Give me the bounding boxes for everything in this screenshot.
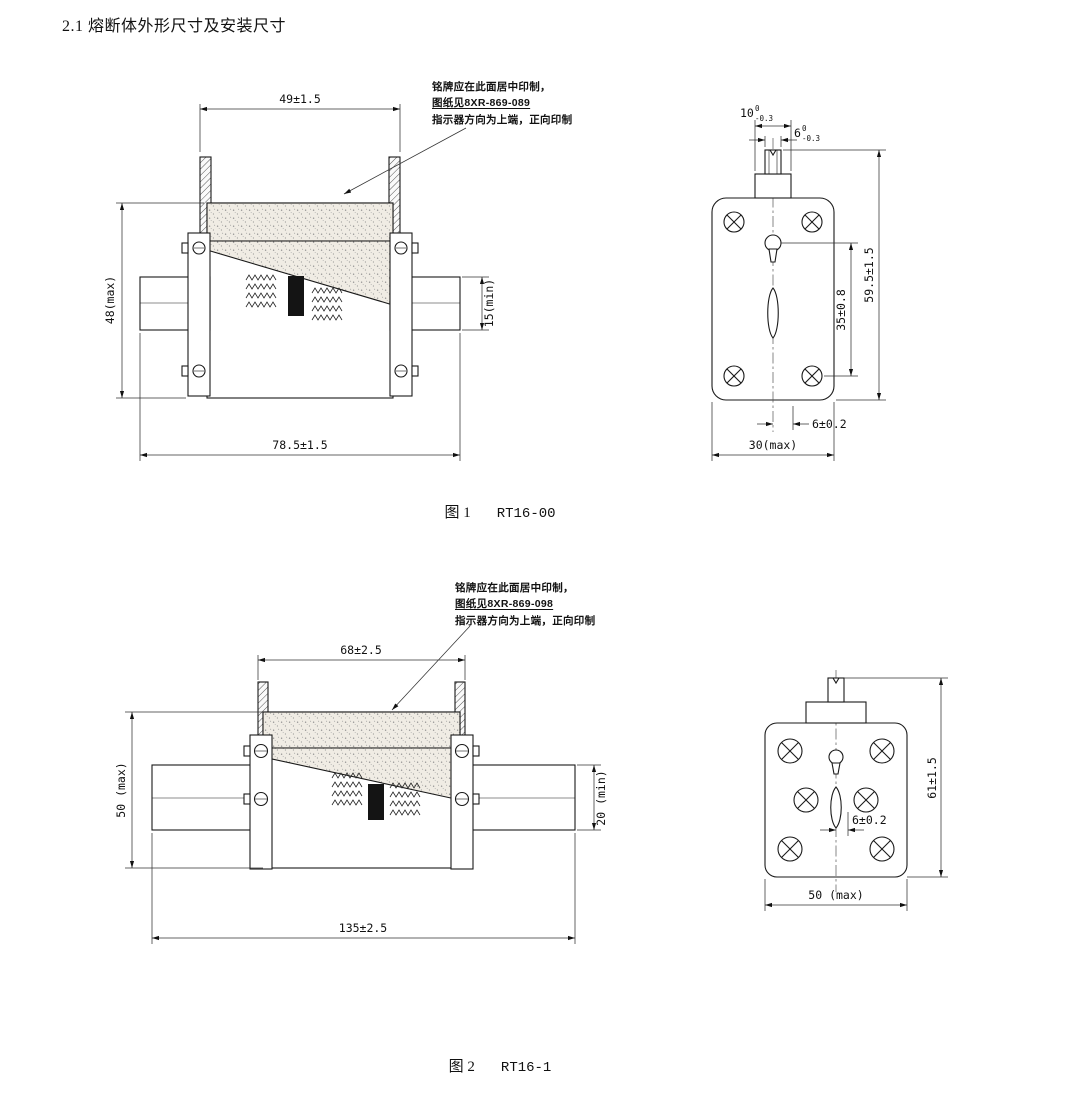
fig2-left-end-plate bbox=[243, 734, 273, 870]
fig2-indicator-keyhole bbox=[828, 749, 844, 775]
fig1-side-dimension-lines bbox=[116, 104, 489, 461]
fig2-note: 铭牌应在此面居中印制， 图纸见8XR-869-098 指示器方向为上端，正向印制 bbox=[455, 580, 595, 629]
fig1-front-view: 10 0 -0.3 6 0 -0.3 35±0.8 59.5±1.5 6±0.2… bbox=[711, 104, 886, 461]
fig2-dim-overall-height: 50 (max) bbox=[114, 762, 128, 817]
fig1-note-line2: 图纸见8XR-869-089 bbox=[432, 97, 531, 110]
fig1-dim-overall-length: 78.5±1.5 bbox=[272, 438, 327, 452]
fig1-dim-tab-width-lower-tol: -0.3 bbox=[755, 114, 773, 123]
fig1-dim-body-width: 30(max) bbox=[749, 438, 797, 452]
fig1-front-dimension-lines bbox=[711, 120, 886, 461]
fig2-note-line3: 指示器方向为上端，正向印制 bbox=[455, 614, 596, 627]
fig1-dim-front-overall-height: 59.5±1.5 bbox=[862, 247, 876, 302]
fig2-side-dimension-lines bbox=[125, 625, 601, 944]
fig2-front-dimension-lines bbox=[764, 677, 948, 911]
fig1-dim-blade-width: 6 bbox=[794, 126, 801, 140]
fig2-dim-top-width: 68±2.5 bbox=[340, 643, 382, 657]
fig1-mounting-holes bbox=[723, 211, 823, 387]
fig2-caption-label: 图 2 bbox=[448, 1059, 475, 1075]
fig1-side-dimension-labels: 49±1.5 48(max) 15(min) 78.5±1.5 bbox=[103, 92, 496, 452]
fig1-front-dimension-labels: 10 0 -0.3 6 0 -0.3 35±0.8 59.5±1.5 6±0.2… bbox=[740, 104, 876, 452]
fig1-dim-hole-span: 35±0.8 bbox=[834, 289, 848, 331]
fig2-dim-blade-height: 20 (min) bbox=[594, 770, 608, 825]
fig2-note-line1: 铭牌应在此面居中印制， bbox=[455, 582, 574, 594]
fig1-dim-overall-height: 48(max) bbox=[103, 276, 117, 324]
fig2-element-window-dark bbox=[368, 784, 384, 820]
fig2-mounting-holes bbox=[777, 738, 895, 862]
fig2-right-end-plate bbox=[450, 734, 480, 870]
fig2-side-view: 68±2.5 50 (max) 20 (min) 135±2.5 bbox=[114, 625, 608, 944]
fig1-note-line3: 指示器方向为上端，正向印制 bbox=[432, 113, 573, 126]
fig2-caption: 图 2 RT16-1 bbox=[380, 1055, 620, 1076]
fig1-side-view: 49±1.5 48(max) 15(min) 78.5±1.5 bbox=[103, 92, 496, 461]
fig1-note-line1: 铭牌应在此面居中印制， bbox=[432, 81, 551, 93]
fig2-caption-model: RT16-1 bbox=[500, 1060, 552, 1076]
fig1-fusible-elements bbox=[245, 274, 343, 321]
fig1-dim-blade-width-lower-tol: -0.3 bbox=[802, 134, 820, 143]
fig1-note-leader-line bbox=[343, 127, 467, 195]
fig1-dim-center-offset: 6±0.2 bbox=[812, 417, 847, 431]
fig1-dim-tab-width: 10 bbox=[740, 106, 754, 120]
fig1-caption-model: RT16-00 bbox=[496, 506, 556, 522]
fig2-front-view: 6±0.2 61±1.5 50 (max) bbox=[764, 670, 948, 911]
fig1-right-end-plate bbox=[389, 232, 419, 397]
fig2-dim-overall-length: 135±2.5 bbox=[339, 921, 387, 935]
fig2-indicator-slot bbox=[830, 786, 842, 829]
fig2-dim-body-width: 50 (max) bbox=[808, 888, 863, 902]
fig2-note-leader-line bbox=[391, 625, 471, 711]
fig1-top-tab bbox=[754, 149, 792, 199]
fig1-indicator-slot bbox=[767, 287, 779, 339]
fig1-dim-top-width: 49±1.5 bbox=[279, 92, 321, 106]
fig2-dim-center-offset: 6±0.2 bbox=[852, 813, 887, 827]
fig1-dim-blade-height: 15(min) bbox=[482, 279, 496, 327]
fig2-note-line2: 图纸见8XR-869-098 bbox=[455, 598, 554, 611]
fig2-top-tab bbox=[805, 677, 867, 724]
section-title: 2.1 熔断体外形尺寸及安装尺寸 bbox=[62, 18, 287, 35]
fig2-fusible-elements bbox=[331, 772, 421, 820]
fig2-fuse-body bbox=[262, 711, 461, 869]
fig1-dim-tab-width-upper-tol: 0 bbox=[755, 104, 760, 113]
fig1-fuse-body bbox=[206, 202, 394, 399]
fig1-caption-label: 图 1 bbox=[444, 505, 471, 521]
fig2-side-dimension-labels: 68±2.5 50 (max) 20 (min) 135±2.5 bbox=[114, 643, 608, 935]
fig1-dim-blade-width-upper-tol: 0 bbox=[802, 124, 807, 133]
fig1-element-window-dark bbox=[288, 276, 304, 316]
fig1-left-end-plate bbox=[181, 232, 211, 397]
fig2-front-dimension-labels: 6±0.2 61±1.5 50 (max) bbox=[808, 757, 939, 902]
fig1-note: 铭牌应在此面居中印制， 图纸见8XR-869-089 指示器方向为上端，正向印制 bbox=[432, 79, 572, 128]
fig1-caption: 图 1 RT16-00 bbox=[380, 501, 620, 522]
fig2-dim-front-overall-height: 61±1.5 bbox=[925, 757, 939, 799]
